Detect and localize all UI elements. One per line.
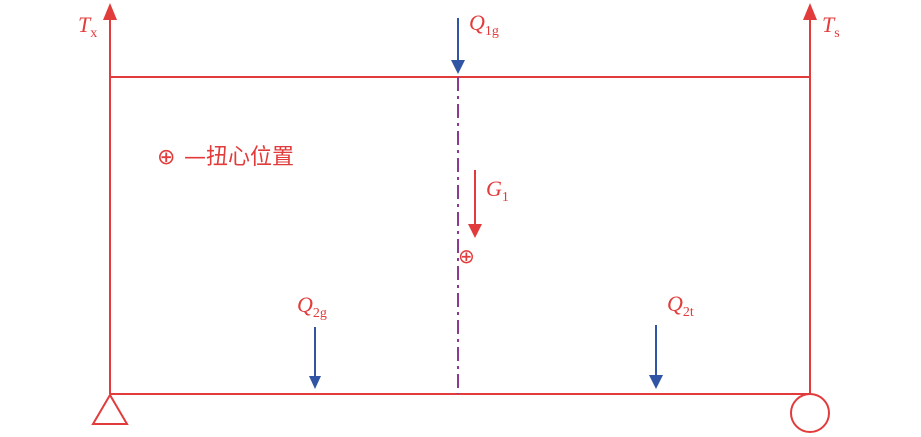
pin-support-icon <box>91 393 129 425</box>
roller-support-icon <box>790 393 830 433</box>
q1g-arrow <box>451 18 465 74</box>
ts-arrowhead-icon <box>803 3 817 20</box>
label-ts: Ts <box>822 12 840 41</box>
label-q2g: Q2g <box>297 292 327 321</box>
label-g1: G1 <box>486 176 509 205</box>
torsion-center-icon: ⊕ <box>458 244 475 268</box>
tx-arrowhead-icon <box>103 3 117 20</box>
label-q2t: Q2t <box>667 291 694 320</box>
label-tx: Tx <box>78 12 97 41</box>
legend-text: —扭心位置 <box>184 145 294 170</box>
label-q1g: Q1g <box>469 10 499 39</box>
g1-arrow <box>468 170 482 238</box>
frame <box>109 15 811 395</box>
q2t-arrow <box>649 325 663 389</box>
q2g-arrow <box>309 327 321 389</box>
legend-symbol-icon: ⊕ <box>157 145 175 170</box>
